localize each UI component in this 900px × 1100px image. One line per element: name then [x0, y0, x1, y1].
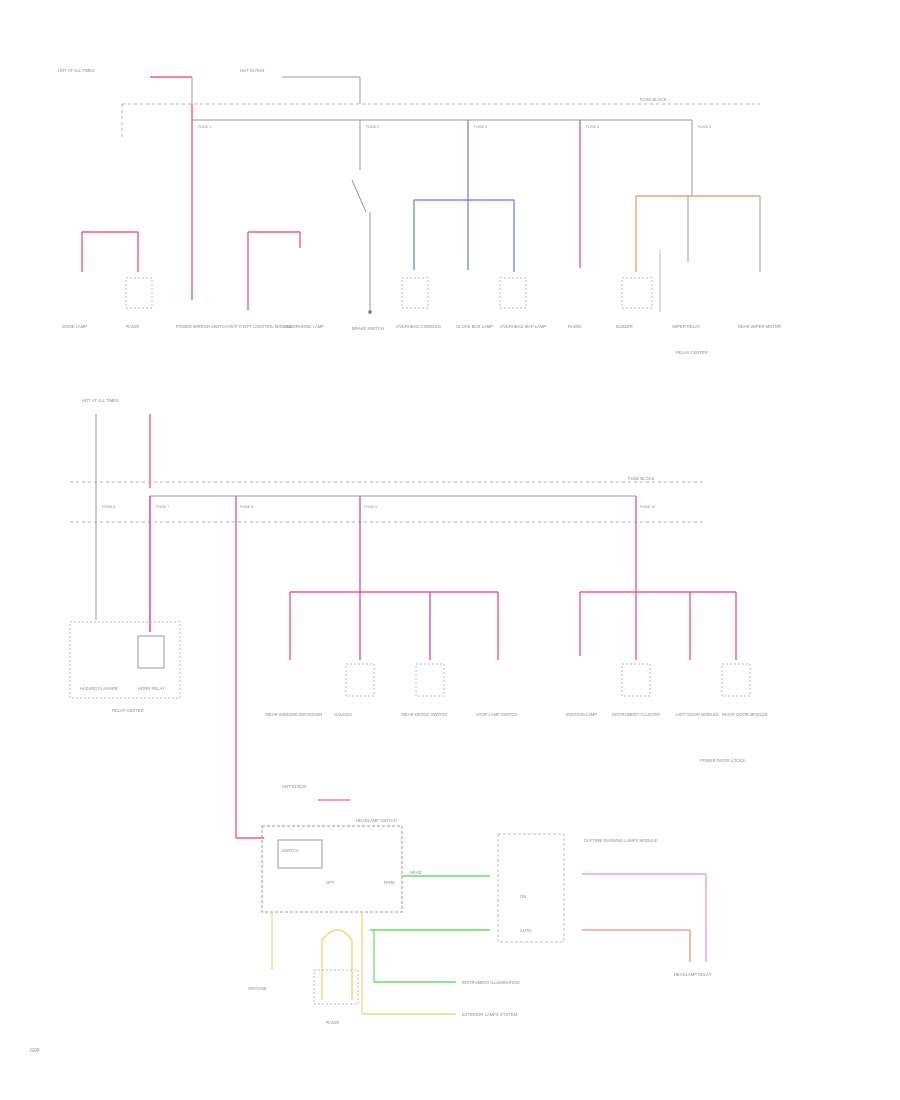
- label-relay-center: RELAY CENTER: [676, 350, 708, 355]
- label-power-door: POWER DOOR LOCKS: [700, 758, 745, 763]
- label-radio-2: RADIO: [568, 324, 582, 329]
- svg-text:FUSE 3: FUSE 3: [474, 125, 487, 129]
- label-underhood-lamp: UNDERHOOD LAMP: [284, 324, 324, 329]
- fuse-drop-5: FUSE 5: [691, 120, 711, 196]
- footer-code: G00: [30, 1048, 40, 1054]
- label-hot-in-run-3: HOT IN RUN: [282, 784, 306, 789]
- label-rear-wiper: REAR WIPER MOTOR: [738, 324, 781, 329]
- fuse-block-2-label: FUSE BLOCK: [628, 476, 655, 481]
- label-glove-box: GLOVE BOX LAMP: [456, 324, 493, 329]
- label-stop-lamp: STOP LAMP SWITCH: [476, 712, 517, 717]
- label-ignition-lamp: IGNITION LAMP: [566, 712, 597, 717]
- label-power-mirror: POWER MIRROR SWITCH: [176, 324, 228, 329]
- source-label-hot-at-all-times: HOT AT ALL TIMES: [58, 68, 95, 73]
- orange-branch: [621, 195, 761, 312]
- label-illumination-2: EXTERIOR LAMPS SYSTEM: [462, 1012, 518, 1017]
- svg-text:FUSE 4: FUSE 4: [586, 125, 599, 129]
- fuse-block-label: FUSE BLOCK: [640, 97, 667, 102]
- label-instrument: INSTRUMENT CLUSTER: [612, 712, 660, 717]
- label-left-door: LEFT DOOR MODULE: [676, 712, 719, 717]
- label-wiper-relay: WIPER RELAY: [672, 324, 701, 329]
- label-radio: RADIO: [126, 324, 140, 329]
- label-rear-window: REAR WINDOW DEFOGGER: [266, 712, 322, 717]
- label-park: PARK: [384, 880, 395, 885]
- label-rear-defog: REAR DEFOG SWITCH: [402, 712, 447, 717]
- radio-loop: [321, 929, 353, 1000]
- label-headlamp-switch: HEADLAMP SWITCH: [356, 818, 397, 823]
- switch-inner-box: [277, 839, 323, 869]
- label-switch: SWITCH: [282, 848, 299, 853]
- label-radio-3: RADIO: [326, 1020, 340, 1025]
- fuse-label-6: FUSE 6: [102, 505, 115, 509]
- drl-module-box: [497, 833, 565, 943]
- fuse-drop-4: FUSE 4: [579, 120, 599, 268]
- label-anti-theft: ANTI THEFT CONTROL MODULE: [228, 324, 293, 329]
- label-buzzer: BUZZER: [616, 324, 633, 329]
- label-headlamp-relay: HEADLAMP RELAY: [674, 972, 712, 977]
- fuse9-distribution: [289, 591, 499, 697]
- label-horn-relay: HORN RELAY: [138, 686, 165, 691]
- fuse-label-7: FUSE 7: [156, 505, 169, 509]
- label-right-door: RIGHT DOOR MODULE: [722, 712, 768, 717]
- fuse10-distribution: [579, 591, 751, 697]
- label-dome-lamp: DOME LAMP: [62, 324, 87, 329]
- label-brake-switch: BRAKE SWITCH: [352, 326, 384, 331]
- label-on: ON: [520, 894, 526, 899]
- label-hazard-flasher: HAZARD FLASHER: [80, 686, 118, 691]
- fuse-drop-2: FUSE 2: [359, 120, 379, 170]
- label-overhead-console: OVERHEAD CONSOLE: [396, 324, 441, 329]
- fuse-label-9: FUSE 9: [364, 505, 377, 509]
- label-drl-module: DAYTIME RUNNING LAMPS MODULE: [584, 838, 658, 843]
- source-label-hot-at-all-times-2: HOT AT ALL TIMES: [82, 398, 119, 403]
- label-relay-center-2: RELAY CENTER: [112, 708, 144, 713]
- brake-switch-branch: [351, 179, 372, 314]
- blue-branch: [401, 199, 527, 309]
- fuse-drop-1: FUSE 1: [191, 104, 211, 300]
- anti-theft-branch: [247, 231, 301, 310]
- svg-text:FUSE 1: FUSE 1: [198, 125, 211, 129]
- horn-relay-box: [137, 635, 165, 669]
- label-overhead-map: OVERHEAD MAP LAMP: [500, 324, 546, 329]
- fuse-label-8: FUSE 8: [240, 505, 253, 509]
- source-label-hot-in-run: HOT IN RUN: [240, 68, 264, 73]
- fuse-label-10: FUSE 10: [640, 505, 655, 509]
- fuse-drop-3: FUSE 3: [467, 120, 487, 200]
- label-ground: GROUND: [248, 986, 267, 991]
- svg-text:FUSE 2: FUSE 2: [366, 125, 379, 129]
- label-auto: AUTO: [520, 928, 532, 933]
- label-off: OFF: [326, 880, 335, 885]
- label-head: HEAD: [410, 870, 422, 875]
- label-illumination-1: INSTRUMENT ILLUMINATION: [462, 980, 520, 985]
- headlamp-switch-box: [261, 825, 403, 913]
- label-gauges: GAUGES: [334, 712, 352, 717]
- radio-box: [313, 969, 359, 1005]
- dome-radio-branch: [81, 231, 153, 309]
- relay-block-mid: [69, 621, 181, 699]
- svg-text:FUSE 5: FUSE 5: [698, 125, 711, 129]
